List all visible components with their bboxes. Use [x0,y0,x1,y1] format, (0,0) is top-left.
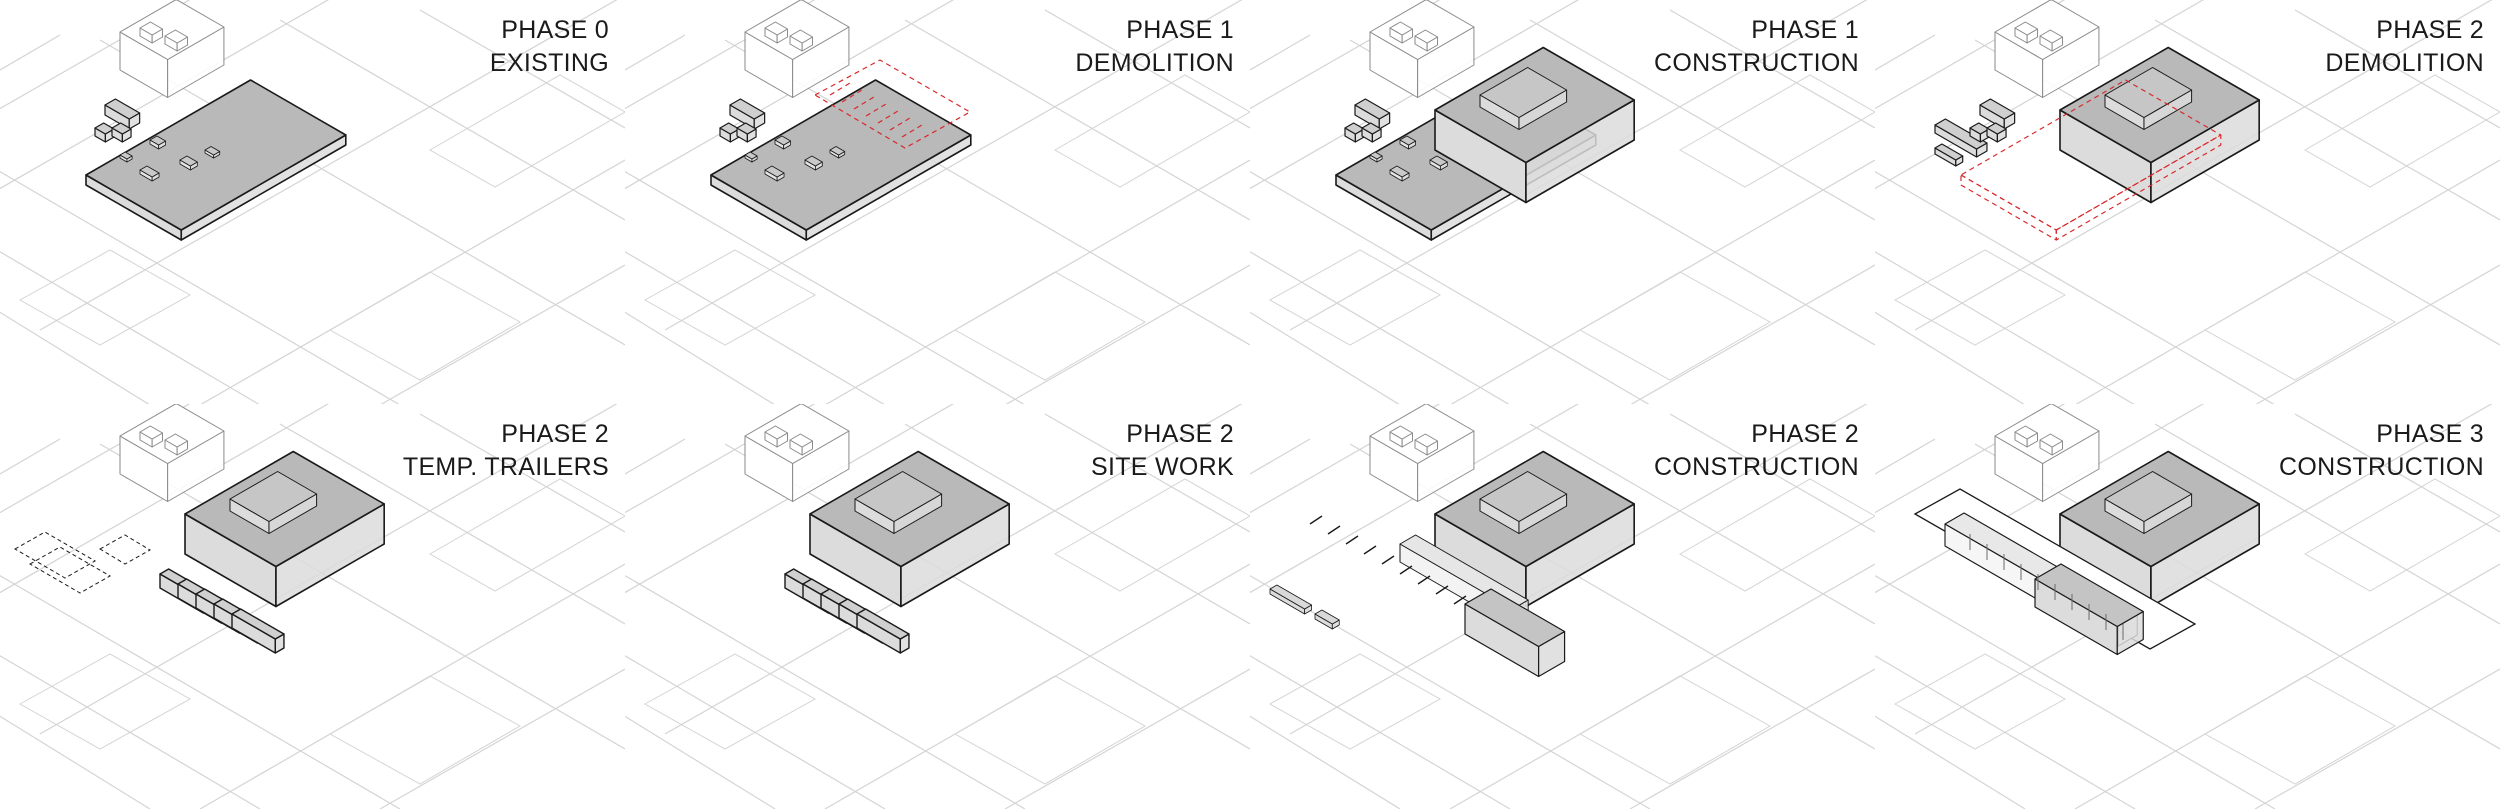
panel-phase-2-temp-trailers: PHASE 2 TEMP. TRAILERS [0,404,625,809]
phase-label: PHASE 0 EXISTING [490,14,609,80]
street-grid [0,0,625,404]
addition-frame [1269,515,1566,678]
panel-drawing [625,0,1250,404]
phase-number: PHASE 1 [1751,16,1859,44]
phase-label: PHASE 3 CONSTRUCTION [2279,418,2484,484]
phase-number: PHASE 2 [1126,420,1234,448]
phase-number: PHASE 2 [2376,16,2484,44]
demolition-outline [1934,79,2222,241]
neighbor-building [744,404,850,502]
panel-drawing [0,404,625,809]
neighbor-building [1994,0,2100,98]
neighbor-building [1994,404,2100,502]
panel-drawing [1875,0,2500,404]
phase-description: SITE WORK [1091,453,1234,481]
phase-number: PHASE 2 [501,420,609,448]
phase-description: EXISTING [489,49,609,77]
panel-phase-3-construction: PHASE 3 CONSTRUCTION [1875,404,2500,809]
panel-drawing [0,0,625,404]
phase-description: CONSTRUCTION [2279,453,2484,481]
demolition-outline [813,59,972,149]
panel-phase-2-site-work: PHASE 2 SITE WORK [625,404,1250,809]
neighbor-building [744,0,850,98]
phase-description: TEMP. TRAILERS [402,453,609,481]
panel-phase-2-construction: PHASE 2 CONSTRUCTION [1250,404,1875,809]
phase-number: PHASE 1 [1126,16,1234,44]
new-building [1434,450,1635,608]
phase-label: PHASE 2 CONSTRUCTION [1654,418,1859,484]
phase-description: CONSTRUCTION [1654,49,1859,77]
panel-phase-2-demolition: PHASE 2 DEMOLITION [1875,0,2500,404]
completed-addition [1913,488,2197,656]
neighbor-building [119,0,225,98]
new-building [184,450,385,608]
neighbor-building [1369,404,1475,502]
temp-trailers [13,531,285,654]
phase-number: PHASE 3 [2376,420,2484,448]
new-building [809,450,1010,608]
new-building [2059,450,2260,608]
phase-label: PHASE 2 TEMP. TRAILERS [403,418,609,484]
panel-phase-1-construction: PHASE 1 CONSTRUCTION [1250,0,1875,404]
phase-label: PHASE 1 DEMOLITION [1075,14,1234,80]
phase-description: CONSTRUCTION [1654,453,1859,481]
existing-building [85,79,347,241]
phase-label: PHASE 2 SITE WORK [1091,418,1234,484]
new-building [1434,46,1635,204]
panel-drawing [1250,404,1875,809]
panel-phase-1-demolition: PHASE 1 DEMOLITION [625,0,1250,404]
phase-label: PHASE 1 CONSTRUCTION [1654,14,1859,80]
phase-number: PHASE 0 [501,16,609,44]
phase-label: PHASE 2 DEMOLITION [2325,14,2484,80]
phase-number: PHASE 2 [1751,420,1859,448]
existing-building [710,79,972,241]
panel-drawing [1875,404,2500,809]
neighbor-building [119,404,225,502]
phase-description: DEMOLITION [1075,49,1234,77]
panel-drawing [1250,0,1875,404]
panel-drawing [625,404,1250,809]
phase-description: DEMOLITION [2325,49,2484,77]
new-building [2059,46,2260,204]
neighbor-building [1369,0,1475,98]
temp-trailers [784,568,910,654]
street-grid [1875,404,2500,809]
panel-phase-0-existing: PHASE 0 EXISTING [0,0,625,404]
